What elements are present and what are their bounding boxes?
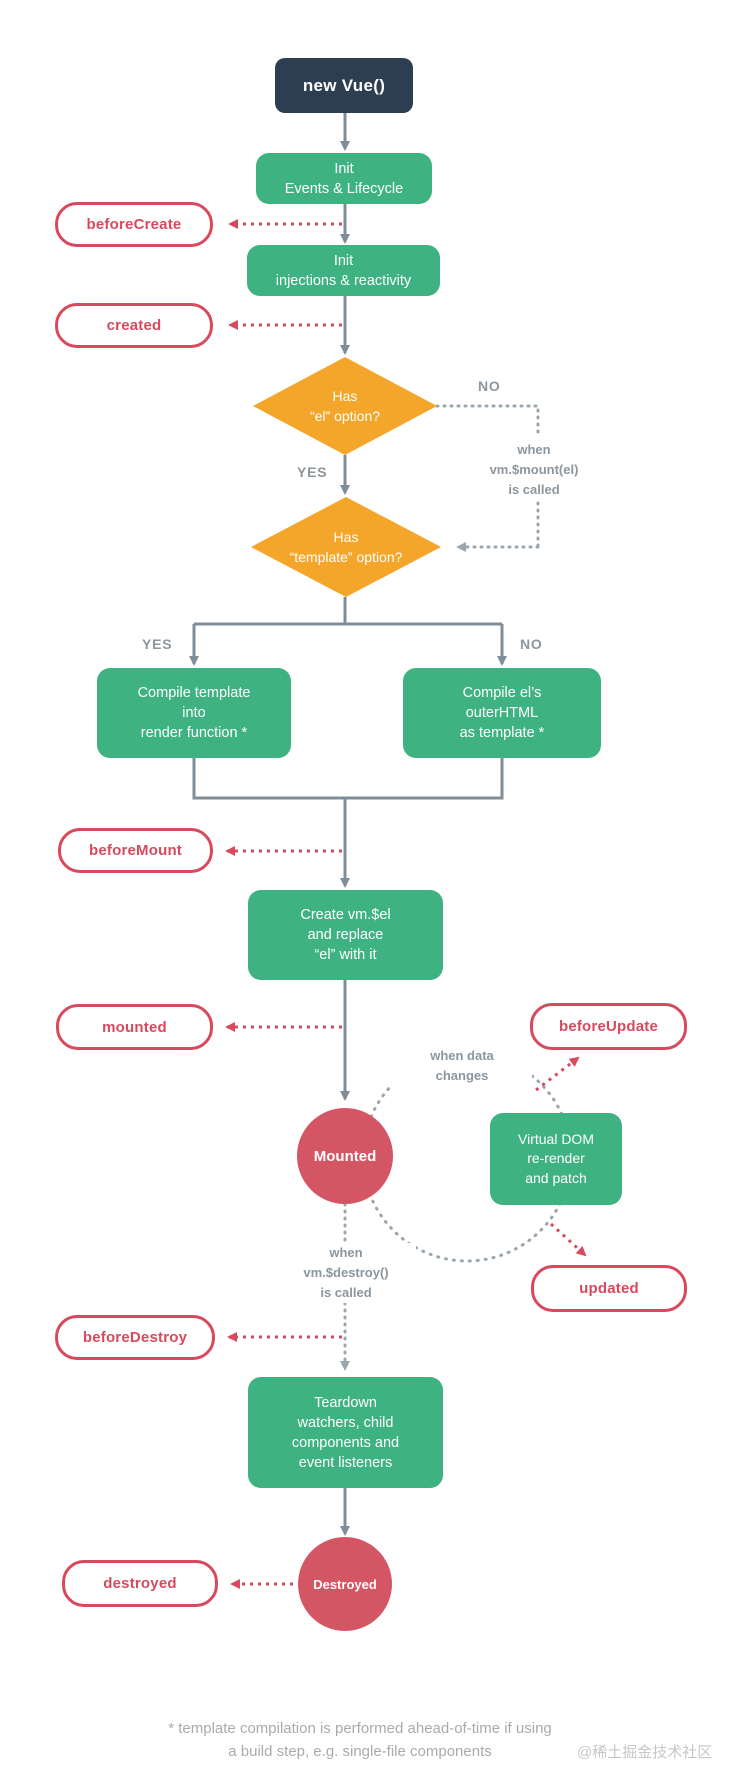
- hook-before-create: beforeCreate: [55, 202, 213, 247]
- hook-before-destroy: beforeDestroy: [55, 1315, 215, 1360]
- teardown-node: Teardown watchers, child components and …: [248, 1377, 443, 1488]
- hook-mounted: mounted: [56, 1004, 213, 1050]
- new-vue-node: new Vue(): [275, 58, 413, 113]
- hook-destroyed: destroyed: [62, 1560, 218, 1607]
- label-yes-template: YES: [142, 636, 173, 652]
- note-when-destroy: when vm.$destroy() is called: [276, 1243, 416, 1303]
- label-yes-el: YES: [297, 464, 328, 480]
- compile-el-node: Compile el’s outerHTML as template *: [403, 668, 601, 758]
- destroyed-state-circle: Destroyed: [298, 1537, 392, 1631]
- virtual-dom-node: Virtual DOM re-render and patch: [490, 1113, 622, 1205]
- init-events-node: Init Events & Lifecycle: [256, 153, 432, 204]
- note-when-data-changes: when data changes: [392, 1046, 532, 1086]
- compile-template-node: Compile template into render function *: [97, 668, 291, 758]
- hook-created: created: [55, 303, 213, 348]
- footnote: * template compilation is performed ahea…: [168, 1720, 552, 1760]
- main-flow-lines: [189, 113, 507, 1536]
- label-no-el: NO: [478, 378, 501, 394]
- note-when-mount: when vm.$mount(el) is called: [463, 440, 605, 500]
- hook-before-mount: beforeMount: [58, 828, 213, 873]
- hook-before-update: beforeUpdate: [530, 1003, 687, 1050]
- dotted-branch-lines: [340, 404, 540, 1371]
- hook-arrows: [225, 219, 587, 1589]
- mounted-state-circle: Mounted: [297, 1108, 393, 1204]
- watermark: @稀土掘金技术社区: [577, 1744, 713, 1761]
- create-vm-el-node: Create vm.$el and replace “el” with it: [248, 890, 443, 980]
- hook-updated: updated: [531, 1265, 687, 1312]
- label-no-template: NO: [520, 636, 543, 652]
- init-injections-node: Init injections & reactivity: [247, 245, 440, 296]
